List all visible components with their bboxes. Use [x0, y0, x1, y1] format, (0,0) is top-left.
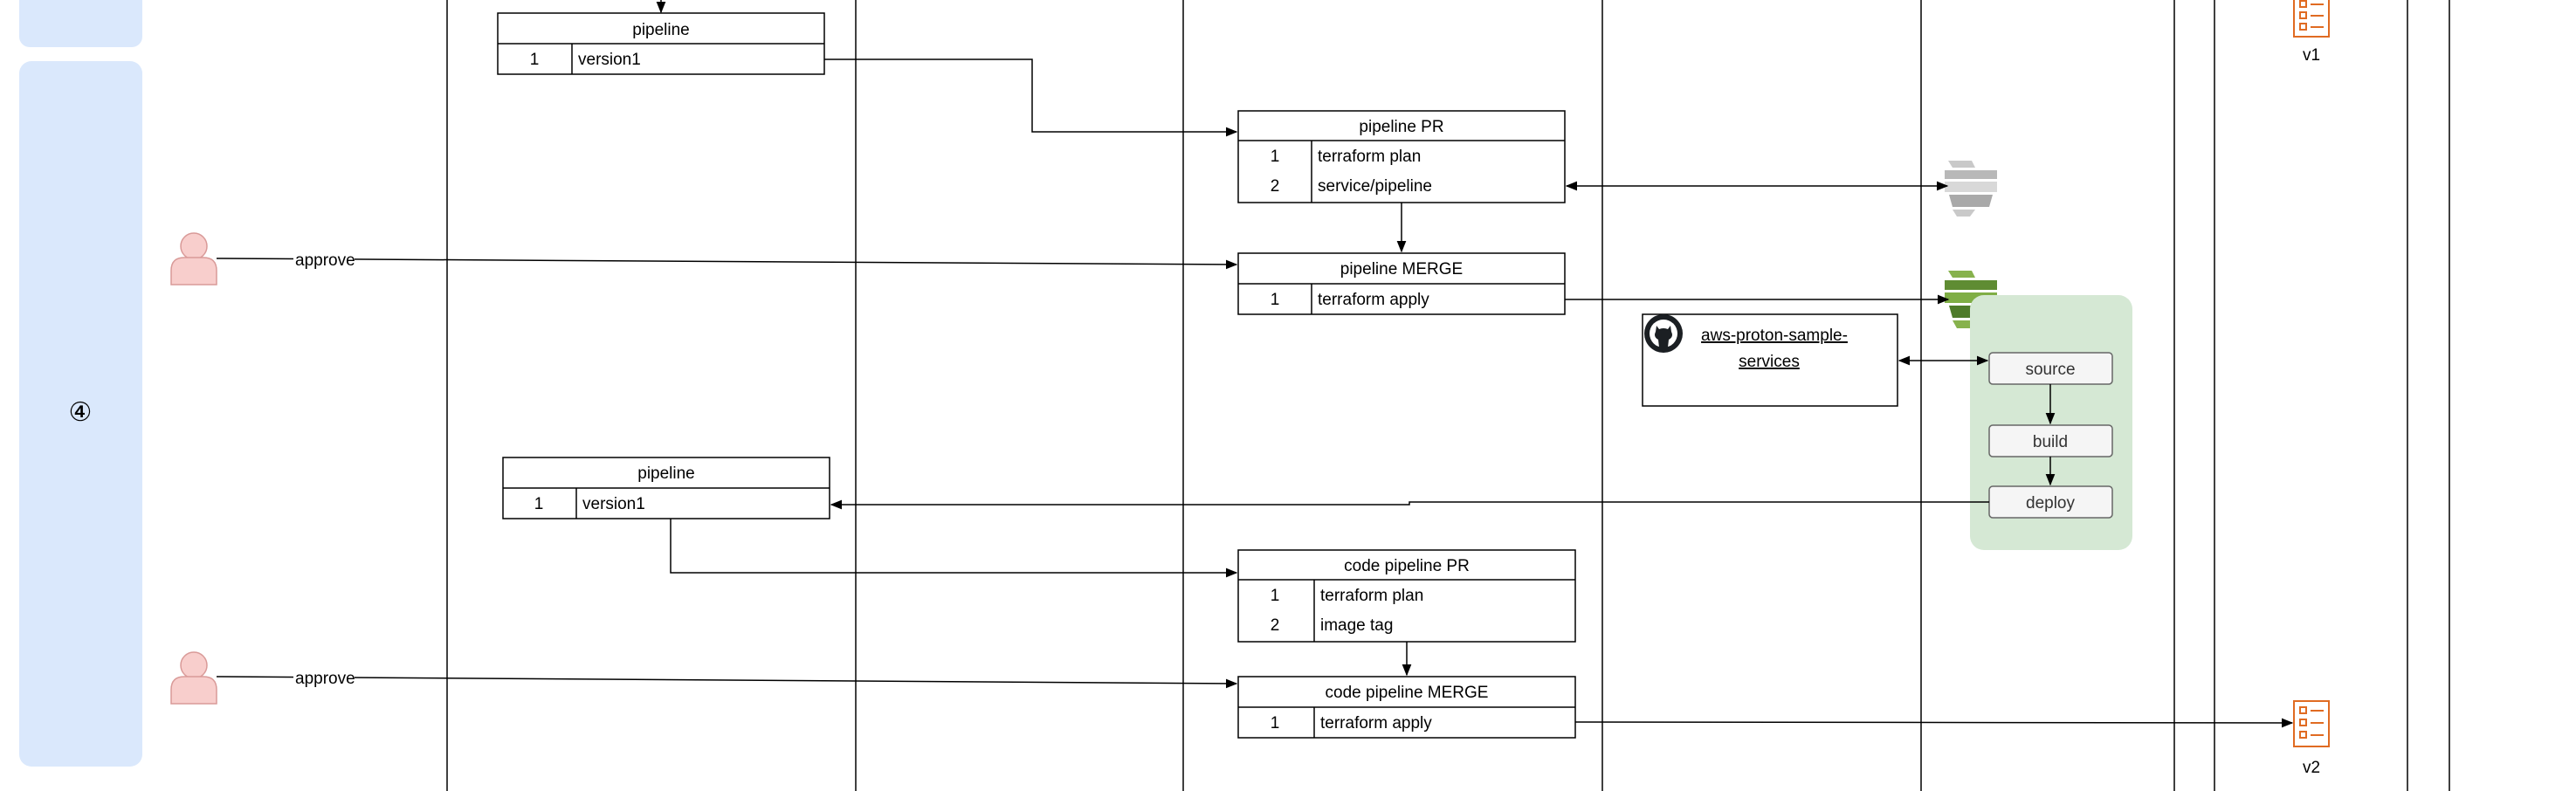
row-number: 1 — [530, 51, 540, 69]
row-number: 1 — [1271, 148, 1280, 166]
pipeline-stage-deploy: deploy — [1988, 485, 2113, 519]
row-text: version1 — [582, 495, 645, 513]
phase-band-prev — [19, 0, 142, 47]
svg-text:deploy: deploy — [2026, 494, 2075, 512]
row-number: 1 — [1271, 714, 1280, 733]
swimlane-lines — [446, 0, 2450, 791]
row-number: 2 — [1271, 177, 1280, 196]
table-title: pipeline — [637, 464, 695, 483]
connectors — [216, 0, 2294, 728]
row-text: terraform plan — [1320, 587, 1423, 605]
github-icon — [1644, 314, 1683, 353]
template-file-icon — [2293, 700, 2330, 747]
proton-service-icon — [1945, 161, 1997, 217]
template-file-icon — [2293, 0, 2330, 38]
row-text: version1 — [578, 51, 641, 69]
row-number: 1 — [534, 495, 544, 513]
row-text: terraform apply — [1318, 291, 1429, 309]
code-pipeline-pr-table: code pipeline PR 1 terraform plan 2 imag… — [1237, 549, 1576, 643]
arrow-pipeline-to-pr — [824, 58, 1238, 137]
approve-label: approve — [295, 670, 355, 688]
arrow-merge-to-v2 — [1574, 718, 2294, 728]
phase-number: ④ — [69, 397, 93, 428]
svg-text:source: source — [2025, 361, 2075, 379]
arrow-user-approve-code-pipeline — [216, 676, 1238, 689]
pipeline-table-top: pipeline 1 version1 — [497, 12, 825, 75]
row-text: service/pipeline — [1318, 177, 1432, 196]
table-title: pipeline MERGE — [1340, 260, 1463, 279]
arrow-user-approve-pipeline — [216, 258, 1238, 270]
row-text: terraform plan — [1318, 148, 1421, 166]
version-label-v1: v1 — [2303, 46, 2320, 65]
row-number: 1 — [1271, 291, 1280, 309]
row-number: 2 — [1271, 616, 1280, 635]
pipeline-pr-table: pipeline PR 1 terraform plan 2 service/p… — [1237, 110, 1566, 203]
pipeline-table-mid: pipeline 1 version1 — [502, 457, 830, 519]
phase-band — [19, 61, 142, 767]
repo-name-line2[interactable]: services — [1739, 353, 1800, 371]
repo-box — [1642, 313, 1898, 407]
user-icon — [170, 651, 217, 705]
pipeline-stage-source: source — [1988, 352, 2113, 385]
repo-name-line1[interactable]: aws-proton-sample- — [1701, 327, 1848, 345]
table-title: code pipeline MERGE — [1326, 684, 1489, 702]
row-number: 1 — [1271, 587, 1280, 605]
approve-label: approve — [295, 251, 355, 270]
version-label-v2: v2 — [2303, 759, 2320, 777]
row-text: image tag — [1320, 616, 1393, 635]
table-title: pipeline PR — [1359, 118, 1443, 136]
arrow-pipeline-to-code-pr — [670, 519, 1238, 578]
svg-text:build: build — [2033, 433, 2068, 451]
pipeline-merge-table: pipeline MERGE 1 terraform apply — [1237, 252, 1566, 315]
table-title: code pipeline PR — [1344, 557, 1470, 575]
user-icon — [170, 232, 217, 285]
arrow-deploy-to-pipeline — [830, 499, 1989, 510]
pipeline-stage-build: build — [1988, 424, 2113, 457]
table-title: pipeline — [632, 21, 690, 39]
row-text: terraform apply — [1320, 714, 1432, 733]
code-pipeline-merge-table: code pipeline MERGE 1 terraform apply — [1237, 676, 1576, 739]
